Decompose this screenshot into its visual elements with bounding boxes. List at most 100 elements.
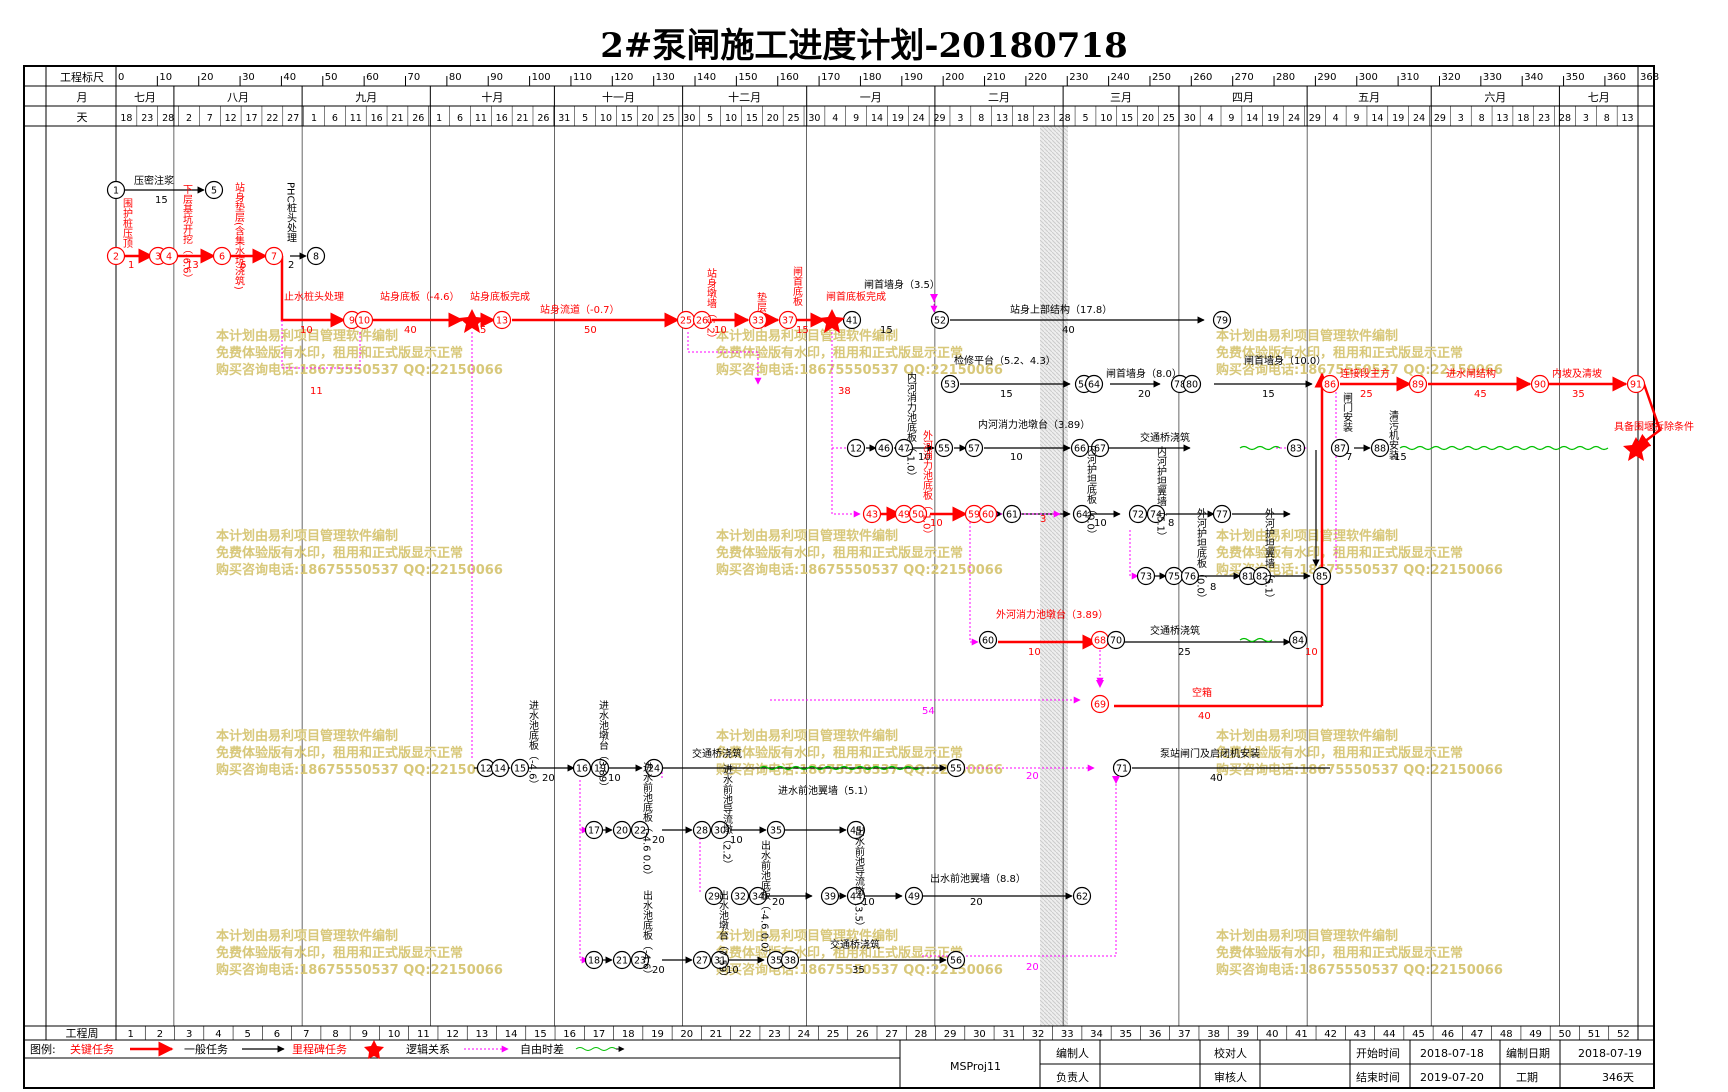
- week-label: 3: [186, 1029, 192, 1040]
- svg-text:55: 55: [938, 444, 950, 455]
- day-label: 8: [1604, 113, 1610, 124]
- network-node: 83: [1286, 438, 1306, 458]
- day-label: 15: [746, 113, 758, 124]
- svg-text:3: 3: [155, 252, 161, 263]
- task-label: 闸首底板: [791, 265, 803, 307]
- svg-text:79: 79: [1216, 316, 1228, 327]
- task-duration: 15: [796, 325, 809, 336]
- day-label: 22: [266, 113, 278, 124]
- svg-text:49: 49: [908, 892, 920, 903]
- svg-text:26: 26: [696, 316, 708, 327]
- free-float-value: 3: [1040, 514, 1046, 525]
- watermark-text: 本计划由易利项目管理软件编制: [216, 528, 398, 544]
- task-label: 进水前池导流墩（2.2）: [721, 764, 733, 870]
- network-node: 49: [904, 886, 924, 906]
- task-duration: 10: [608, 773, 621, 784]
- svg-text:46: 46: [878, 444, 890, 455]
- svg-text:30: 30: [714, 826, 726, 837]
- network-node: 7: [264, 246, 284, 266]
- week-label: 48: [1500, 1029, 1513, 1040]
- watermark-text: 本计划由易利项目管理软件编制: [716, 728, 898, 744]
- milestone-label: 闸首底板完成: [826, 290, 886, 303]
- week-label: 49: [1529, 1029, 1542, 1040]
- scale-tick: 220: [1028, 72, 1047, 83]
- day-label: 1: [436, 113, 442, 124]
- day-label: 25: [1163, 113, 1175, 124]
- svg-text:72: 72: [1132, 510, 1144, 521]
- week-row-label: 工程周: [66, 1027, 99, 1040]
- week-label: 15: [534, 1029, 547, 1040]
- network-node: 80: [1182, 374, 1202, 394]
- svg-text:16: 16: [576, 764, 588, 775]
- watermark-text: 本计划由易利项目管理软件编制: [1216, 528, 1398, 544]
- day-label: 27: [287, 113, 299, 124]
- task-label: 进水池墩台（3.89）: [597, 700, 609, 792]
- day-label: 14: [1246, 113, 1258, 124]
- week-label: 7: [303, 1029, 309, 1040]
- task-label: 外河护坦翼墙（5.1）: [1263, 508, 1275, 604]
- network-node: 56: [946, 950, 966, 970]
- scale-tick: 160: [780, 72, 799, 83]
- logic-pointer-icon: [1096, 680, 1104, 688]
- scale-tick: 320: [1441, 72, 1460, 83]
- milestone-label: 站身底板完成: [470, 290, 530, 303]
- day-label: 17: [245, 113, 257, 124]
- day-label: 15: [1121, 113, 1133, 124]
- network-node: 27: [692, 950, 712, 970]
- task-label: 出水池底板（-4.6）: [641, 889, 653, 980]
- month-row-label: 月: [77, 91, 88, 104]
- task-duration: 15: [1000, 389, 1013, 400]
- task-label: 压密注浆: [134, 174, 174, 187]
- task-duration: 15: [880, 325, 893, 336]
- logic-pointer-icon: [930, 294, 938, 302]
- task-duration: 40: [404, 325, 417, 336]
- day-label: 10: [1100, 113, 1112, 124]
- legend: 图例: 关键任务 一般任务 里程碑任务 逻辑关系 自由时差: [24, 1039, 1654, 1059]
- day-label: 28: [162, 113, 174, 124]
- logic-pointer-icon: [1112, 776, 1120, 784]
- network-node: 61: [1002, 504, 1022, 524]
- day-label: 14: [871, 113, 883, 124]
- scale-tick: 120: [614, 72, 633, 83]
- day-label: 29: [1434, 113, 1446, 124]
- task-duration: 10: [1010, 452, 1023, 463]
- task-duration: 10: [1028, 647, 1041, 658]
- watermark-text: 购买咨询电话:18675550537 QQ:22150066: [1216, 362, 1503, 378]
- network-node: 55: [946, 758, 966, 778]
- scale-tick: 20: [201, 72, 214, 83]
- svg-text:10: 10: [358, 316, 370, 327]
- week-label: 34: [1090, 1029, 1103, 1040]
- network-node: 34: [748, 886, 768, 906]
- task-duration: 10: [726, 965, 739, 976]
- network-node: 33: [748, 310, 768, 330]
- day-label: 31: [558, 113, 570, 124]
- task-label: 闸首墙身（3.5）: [864, 278, 940, 291]
- network-node: 79: [1212, 310, 1232, 330]
- week-label: 16: [563, 1029, 576, 1040]
- svg-text:7: 7: [271, 252, 277, 263]
- task-label: 进水前池底板（-4.6 0.0）: [641, 762, 653, 881]
- day-label: 23: [1538, 113, 1550, 124]
- svg-text:13: 13: [496, 316, 508, 327]
- scale-tick: 10: [159, 72, 172, 83]
- week-label: 27: [885, 1029, 898, 1040]
- svg-text:22: 22: [634, 826, 646, 837]
- scale-tick: 310: [1400, 72, 1419, 83]
- scale-tick: 100: [532, 72, 551, 83]
- svg-text:28: 28: [696, 826, 708, 837]
- svg-text:77: 77: [1216, 510, 1228, 521]
- week-label: 43: [1354, 1029, 1367, 1040]
- day-label: 28: [1559, 113, 1571, 124]
- day-label: 13: [1496, 113, 1508, 124]
- network-node: 67: [1090, 438, 1110, 458]
- svg-text:60: 60: [982, 636, 994, 647]
- day-label: 11: [350, 113, 362, 124]
- task-duration: 40: [1062, 325, 1075, 336]
- svg-text:64: 64: [1076, 510, 1088, 521]
- svg-text:83: 83: [1290, 444, 1302, 455]
- day-label: 19: [1267, 113, 1279, 124]
- network-node: 14: [490, 758, 510, 778]
- task-duration: 10: [300, 325, 313, 336]
- scale-tick: 90: [490, 72, 503, 83]
- svg-text:24: 24: [648, 764, 660, 775]
